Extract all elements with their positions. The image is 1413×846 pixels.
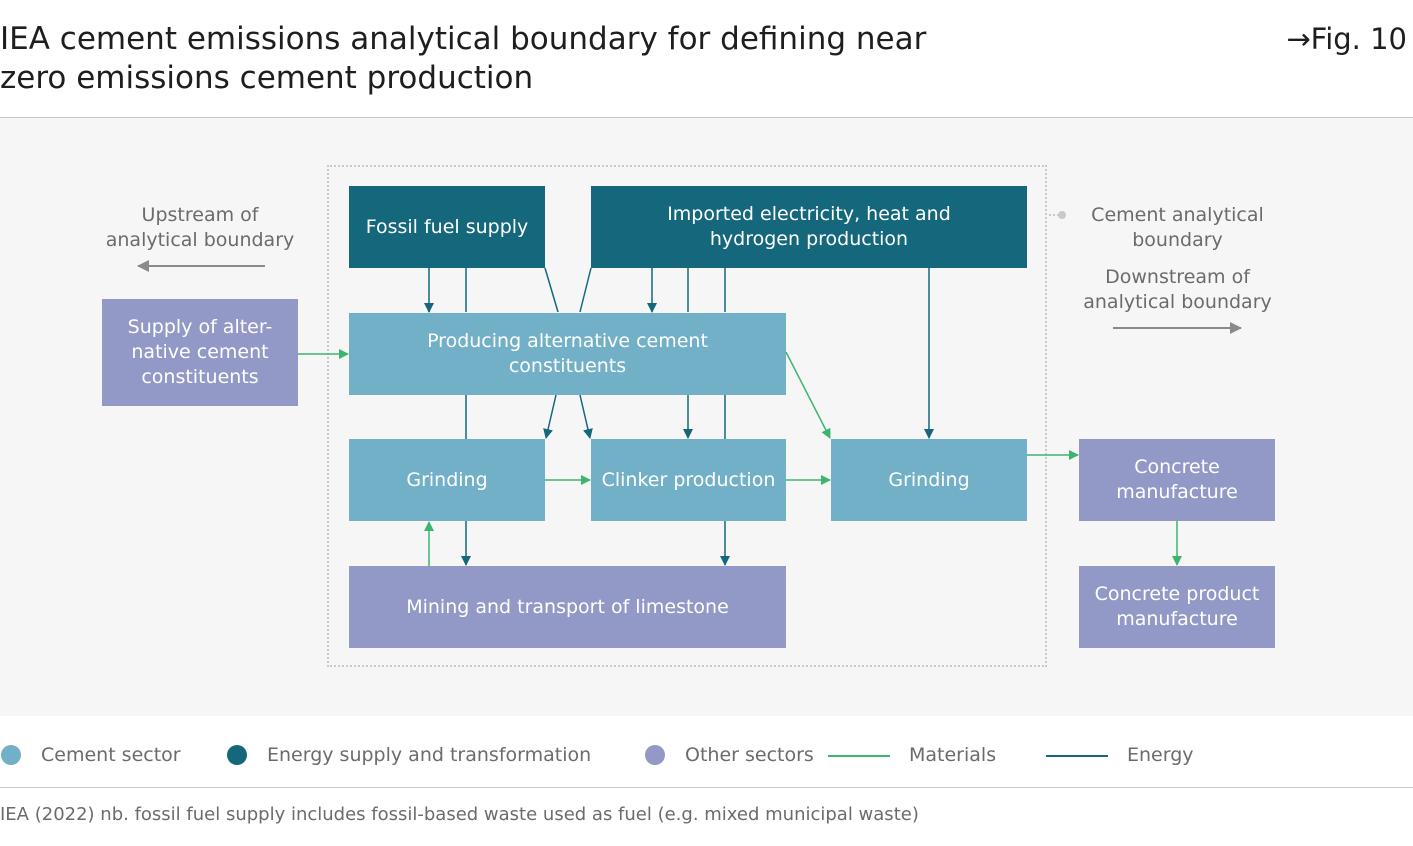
- node-clinker-production: Clinker production: [591, 439, 786, 521]
- node-supply-alternative-constituents: Supply of alter-native cement constituen…: [102, 299, 298, 406]
- node-producing-alternative-constituents: Producing alternative cement constituent…: [349, 313, 786, 395]
- upstream-label: Upstream of analytical boundary: [105, 204, 295, 251]
- legend-other-sectors-label: Other sectors: [685, 744, 814, 766]
- node-mining-limestone: Mining and transport of limestone: [349, 566, 786, 648]
- node-label: Mining and transport of limestone: [406, 595, 729, 618]
- legend-energy-supply-swatch: [227, 745, 247, 765]
- node-label: Clinker production: [601, 468, 776, 491]
- legend-energy-supply-label: Energy supply and transformation: [267, 744, 592, 766]
- node-fossil-fuel-supply: Fossil fuel supply: [349, 186, 545, 268]
- node-label: Producing alternative cement constituent…: [427, 330, 708, 377]
- boundary-label: Cement analytical boundary: [1091, 204, 1264, 251]
- legend-energy-label: Energy: [1127, 744, 1194, 766]
- header-divider: [0, 117, 1413, 118]
- legend-cement-swatch: [1, 745, 21, 765]
- node-label: Grinding: [406, 468, 488, 491]
- node-label: Supply of alter-native cement constituen…: [127, 316, 273, 388]
- arrow-right-icon: →: [1286, 22, 1311, 56]
- node-grinding-cement: Grinding: [831, 439, 1027, 521]
- legend-materials-line: [828, 755, 890, 757]
- node-concrete-product-manufacture: Concrete product manufacture: [1079, 566, 1275, 648]
- node-label: Concrete manufacture: [1116, 456, 1238, 503]
- figure-label: →Fig. 10: [1286, 20, 1407, 59]
- node-label: Imported electricity, heat and hydrogen …: [667, 203, 951, 250]
- source-note: IEA (2022) nb. fossil fuel supply includ…: [0, 804, 919, 825]
- node-grinding-raw: Grinding: [349, 439, 545, 521]
- node-label: Grinding: [888, 468, 970, 491]
- figure-number: Fig. 10: [1310, 22, 1407, 56]
- legend: Cement sector Energy supply and transfor…: [0, 743, 1413, 769]
- legend-cement-label: Cement sector: [41, 744, 181, 766]
- node-imported-energy: Imported electricity, heat and hydrogen …: [591, 186, 1027, 268]
- analytical-boundary-frame: [327, 165, 1047, 667]
- legend-other-sectors-swatch: [645, 745, 665, 765]
- legend-materials-label: Materials: [909, 744, 997, 766]
- node-concrete-manufacture: Concrete manufacture: [1079, 439, 1275, 521]
- node-label: Fossil fuel supply: [365, 215, 529, 238]
- page-title: IEA cement emissions analytical boundary…: [0, 21, 927, 96]
- downstream-label: Downstream of analytical boundary: [1083, 266, 1272, 313]
- footer-divider: [0, 787, 1413, 788]
- node-label: Concrete product manufacture: [1094, 583, 1260, 630]
- legend-energy-line: [1046, 755, 1108, 757]
